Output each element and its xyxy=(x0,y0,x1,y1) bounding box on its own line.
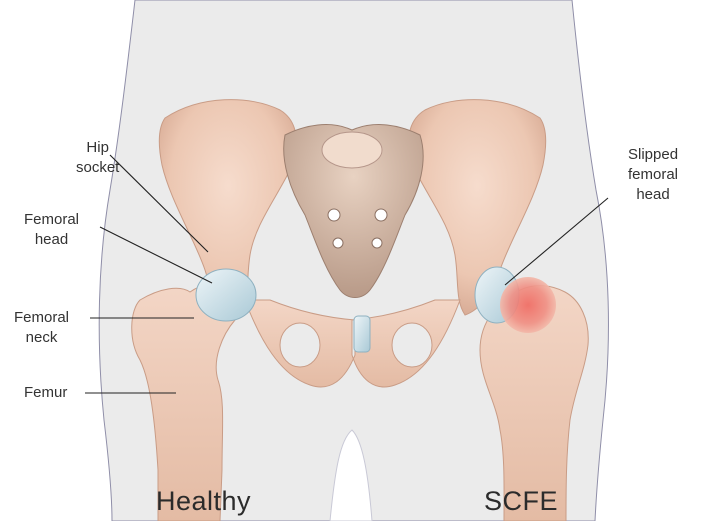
hip-socket-label: Hip socket xyxy=(76,138,119,178)
femur-label: Femur xyxy=(24,383,67,403)
scfe-caption: SCFE xyxy=(484,486,558,517)
healthy-caption: Healthy xyxy=(156,486,251,517)
left-femoral-head-cartilage xyxy=(196,269,256,321)
femoral-neck-label: Femoral neck xyxy=(14,308,69,348)
slipped-femoral-head-label: Slipped femoral head xyxy=(628,145,678,205)
slipped-femoral-head xyxy=(500,277,556,333)
femoral-head-label: Femoral head xyxy=(24,210,79,250)
pubic-symphysis xyxy=(354,316,370,352)
